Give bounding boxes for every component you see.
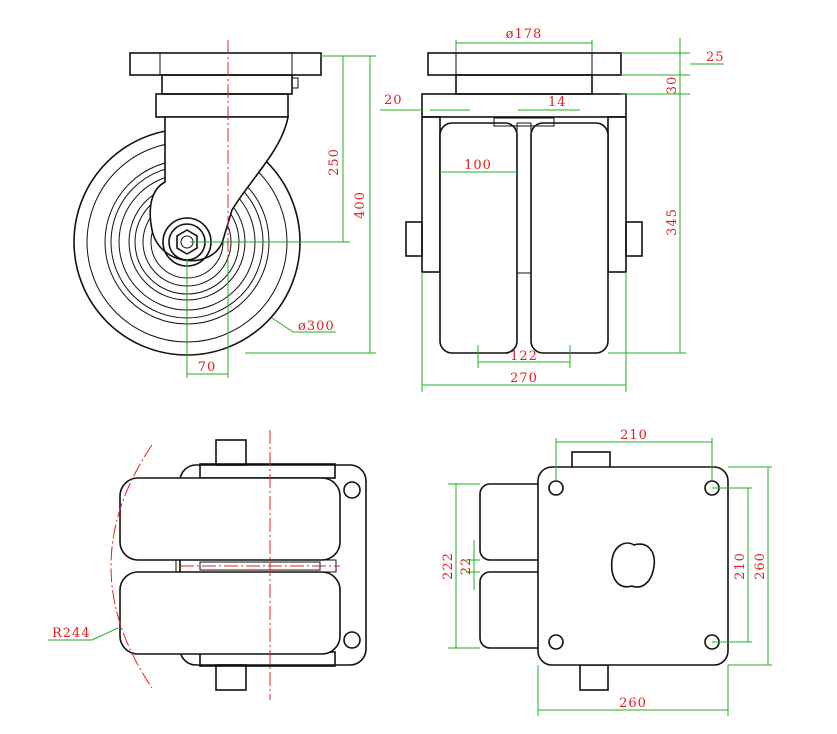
- dim-plate-size-y: 260: [753, 552, 768, 580]
- dim-hole-spacing-x: 210: [620, 428, 648, 443]
- dim-plate-thickness-b: 30: [665, 76, 680, 95]
- dim-wheel-diameter: ø300: [298, 319, 335, 334]
- dim-wheel-width: 100: [464, 158, 492, 173]
- dim-height: 345: [665, 208, 680, 236]
- dim-plate-size-x: 260: [619, 696, 647, 711]
- dim-swivel-radius: R244: [52, 626, 91, 641]
- dim-hole-spacing-y: 210: [733, 552, 748, 580]
- dim-offset: 70: [198, 360, 217, 375]
- dim-plate-thickness-a: 25: [706, 50, 725, 65]
- dim-gap: 14: [548, 95, 567, 110]
- dim-fork-offset: 20: [384, 93, 403, 108]
- side-view: 250 400 ø300 70: [73, 40, 376, 378]
- dim-total-height: 400: [353, 191, 368, 219]
- front-view: ø178 25 30 20 14 100 345 122 270: [380, 27, 725, 392]
- dim-overall-width: 270: [510, 371, 538, 386]
- dim-plate-hole-spacing: ø178: [506, 27, 543, 42]
- dim-axle-to-plate: 250: [327, 148, 342, 176]
- top-view: 210 222 22 210 260 260: [441, 428, 772, 716]
- bottom-view: R244: [48, 430, 367, 700]
- dim-wheel-gap: 22: [459, 557, 474, 576]
- dim-plate-height-outer: 222: [441, 552, 456, 580]
- dim-wheel-spacing: 122: [510, 349, 538, 364]
